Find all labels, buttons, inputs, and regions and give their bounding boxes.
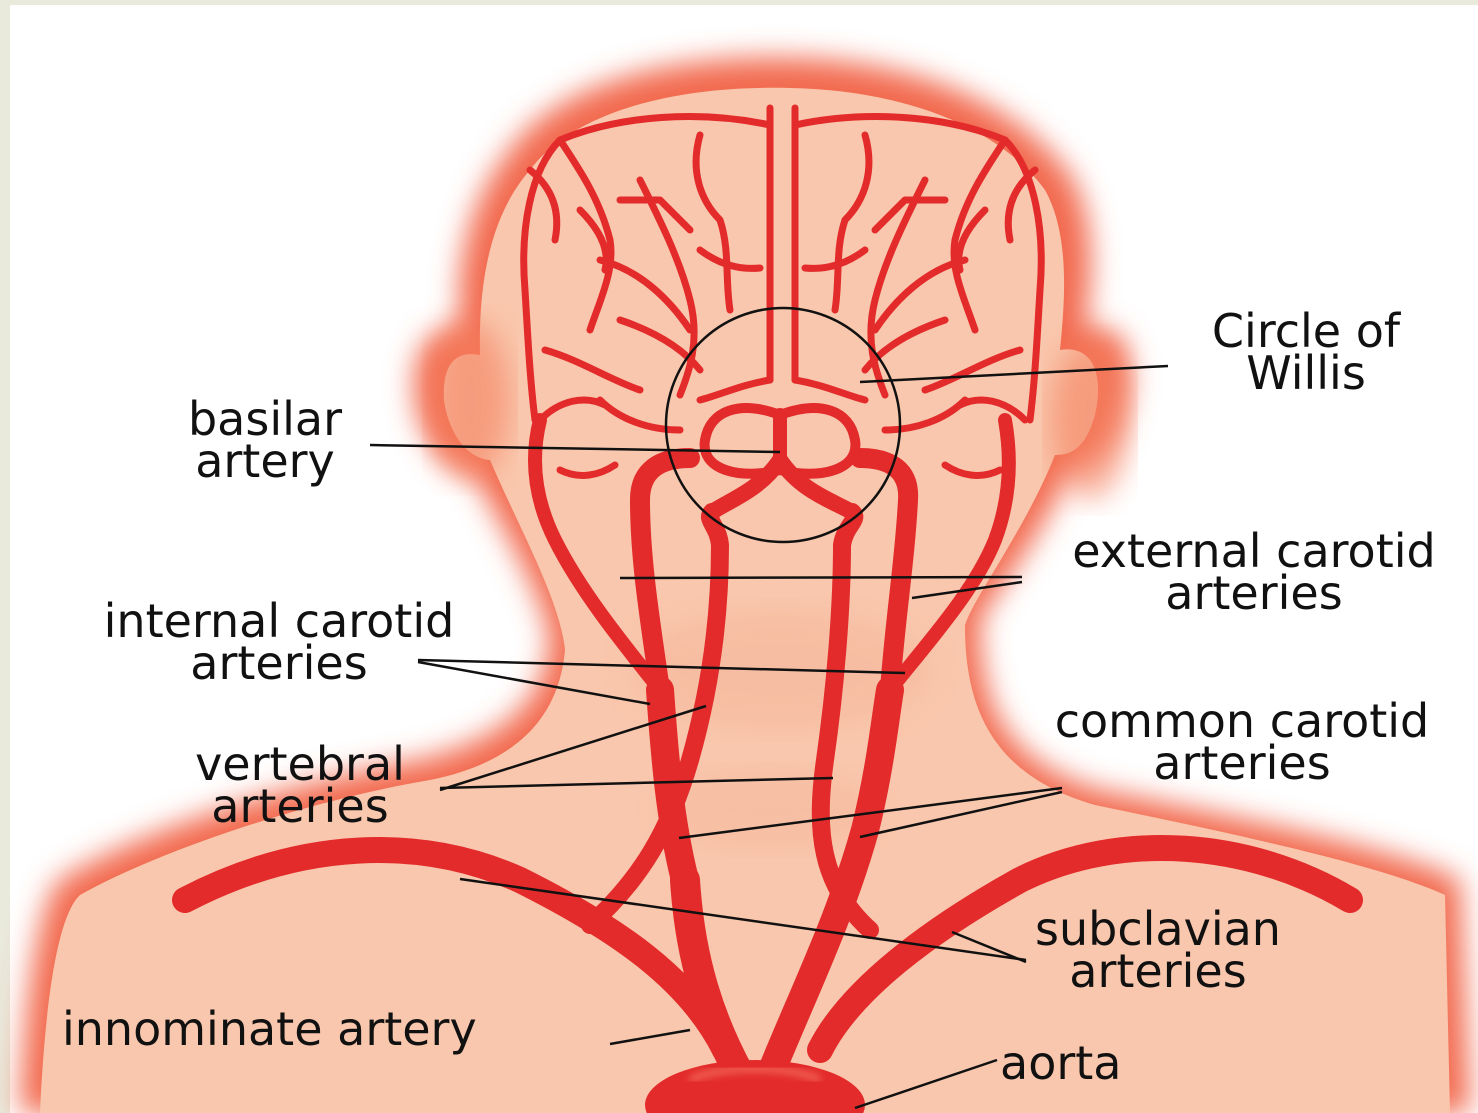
label-basilar-artery: basilar artery — [160, 398, 370, 482]
label-external-carotid-line2: arteries — [1014, 572, 1478, 614]
label-aorta: aorta — [1000, 1042, 1121, 1084]
label-subclavian-line2: arteries — [998, 950, 1318, 992]
label-common-carotid: common carotid arteries — [992, 700, 1478, 784]
label-common-carotid-line2: arteries — [992, 742, 1478, 784]
label-internal-carotid: internal carotid arteries — [44, 600, 514, 684]
label-circle-of-willis: Circle of Willis — [1176, 310, 1436, 394]
label-vertebral: vertebral arteries — [155, 743, 445, 827]
leader-external-carotid-a — [620, 577, 1022, 578]
label-external-carotid: external carotid arteries — [1014, 530, 1478, 614]
label-basilar-artery-line2: artery — [160, 440, 370, 482]
label-subclavian: subclavian arteries — [998, 908, 1318, 992]
label-innominate-artery: innominate artery — [62, 1008, 477, 1050]
label-circle-of-willis-line2: Willis — [1176, 352, 1436, 394]
label-internal-carotid-line2: arteries — [44, 642, 514, 684]
label-vertebral-line2: arteries — [155, 785, 445, 827]
